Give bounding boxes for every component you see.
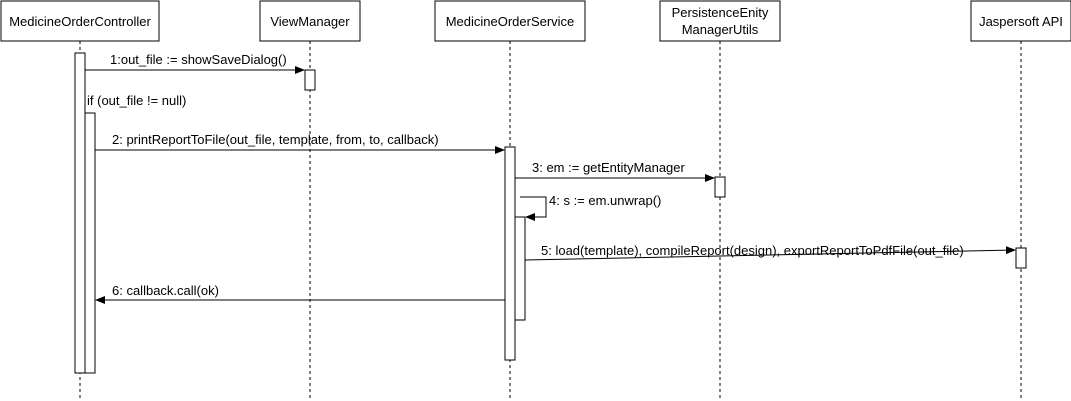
activation-view-manager (304, 69, 316, 91)
message-label-4: 4: s := em.unwrap() (549, 193, 661, 208)
activation-persistence (714, 176, 726, 198)
activation-controller-outer (74, 52, 86, 374)
message-label-5: 5: load(template), compileReport(design)… (541, 243, 964, 258)
participant-label: MedicineOrderController (9, 14, 151, 29)
message-label-6: 6: callback.call(ok) (112, 283, 219, 298)
activation-jaspersoft (1015, 247, 1027, 269)
participant-medicine-order-service: MedicineOrderService (434, 0, 586, 42)
participant-medicine-order-controller: MedicineOrderController (0, 0, 160, 42)
message-arrow-4 (520, 196, 547, 221)
message-label-1: 1:out_file := showSaveDialog() (110, 52, 287, 67)
participant-jaspersoft-api: Jaspersoft API (970, 0, 1071, 42)
activation-controller-inner (84, 112, 96, 374)
participant-label-line-2: ManagerUtils (682, 22, 759, 37)
message-arrow-5 (524, 246, 1016, 261)
participant-label-line-1: PersistenceEnity (672, 5, 769, 20)
guard-label: if (out_file != null) (87, 93, 186, 108)
participant-view-manager: ViewManager (259, 0, 361, 42)
participant-label: Jaspersoft API (979, 14, 1063, 29)
message-label-3: 3: em := getEntityManager (532, 160, 686, 175)
activation-service-inner (514, 216, 526, 321)
activation-service-outer (504, 146, 516, 361)
participant-label: ViewManager (270, 14, 350, 29)
participant-label: MedicineOrderService (446, 14, 575, 29)
participant-persistence-manager-utils: PersistenceEnity ManagerUtils (659, 0, 781, 42)
message-label-2: 2: printReportToFile(out_file, template,… (112, 132, 439, 147)
